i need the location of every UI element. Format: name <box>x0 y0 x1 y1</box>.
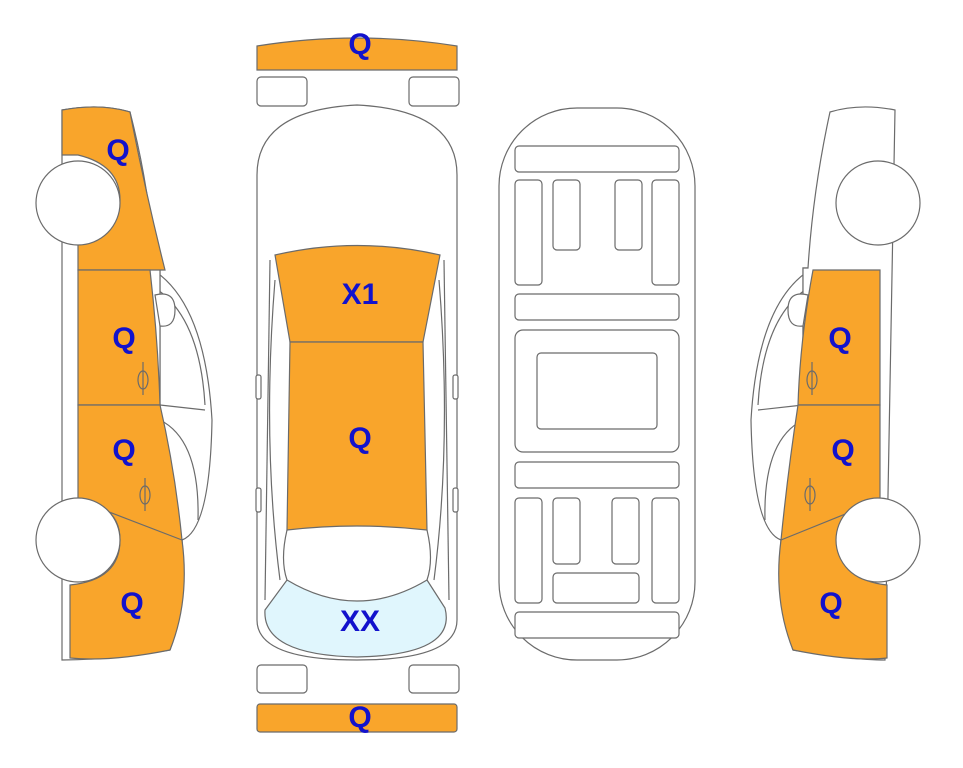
top-view: Q X1 Q XX Q <box>255 28 460 734</box>
right-front-wheel <box>835 160 921 246</box>
hood-panel[interactable] <box>274 244 441 343</box>
left-rear-door-label: Q <box>112 434 135 467</box>
rear-window-panel[interactable] <box>264 579 447 658</box>
left-handle <box>255 487 262 513</box>
right-mirror <box>452 374 459 400</box>
left-mirror <box>255 374 262 400</box>
ub-part <box>514 179 543 286</box>
ub-part <box>552 179 581 251</box>
left-front-wheel <box>35 160 121 246</box>
ub-part <box>651 179 680 286</box>
top-side-line-right <box>443 259 450 601</box>
ub-part <box>514 145 680 173</box>
left-side-view: Q Q Q Q <box>35 106 213 661</box>
underbody-view <box>498 107 696 661</box>
trunk-line <box>282 529 288 581</box>
ub-part <box>552 497 581 565</box>
roof-label: Q <box>348 422 371 455</box>
right-door-handle-icon <box>806 362 818 395</box>
ub-part <box>514 497 543 604</box>
ub-part <box>514 293 680 321</box>
ub-part <box>552 572 640 604</box>
left-mirror-shape <box>154 293 176 327</box>
ub-part <box>651 497 680 604</box>
top-side-line-left <box>264 259 271 601</box>
right-window-line2 <box>757 404 804 411</box>
rear-bumper-panel[interactable] <box>256 703 458 733</box>
ub-part <box>514 611 680 639</box>
ub-part <box>611 497 640 565</box>
rear-right-light <box>408 664 460 694</box>
rear-left-light <box>256 664 308 694</box>
right-side-view: Q Q Q <box>750 106 921 661</box>
right-rear-quarter-label: Q <box>819 587 842 620</box>
left-window-line2 <box>159 404 206 411</box>
ub-part <box>614 179 643 251</box>
left-door-handle-icon <box>137 362 149 395</box>
left-rear-wheel <box>35 497 121 583</box>
left-door-handle-icon <box>139 478 151 511</box>
front-bumper-label: Q <box>348 28 371 61</box>
right-door-handle-icon <box>804 478 816 511</box>
left-front-fender-label: Q <box>106 134 129 167</box>
right-handle <box>452 487 459 513</box>
front-left-light <box>256 76 308 107</box>
front-bumper-panel[interactable] <box>256 37 458 71</box>
right-mirror-shape <box>787 293 809 327</box>
left-front-fender-panel[interactable] <box>61 106 166 271</box>
ub-part <box>536 352 658 430</box>
left-front-door-label: Q <box>112 322 135 355</box>
top-inner-line-left <box>268 279 281 581</box>
front-right-light <box>408 76 460 107</box>
right-rear-door-label: Q <box>831 434 854 467</box>
top-inner-line-right <box>433 279 446 581</box>
rear-window-label: XX <box>340 605 380 638</box>
hood-label: X1 <box>342 278 379 311</box>
roof-panel[interactable] <box>286 341 428 531</box>
right-rear-wheel <box>835 497 921 583</box>
trunk-line-r <box>426 529 432 581</box>
left-rear-quarter-label: Q <box>120 587 143 620</box>
left-window-line3 <box>159 419 199 521</box>
ub-part <box>514 461 680 489</box>
rear-bumper-label: Q <box>348 701 371 734</box>
right-front-door-label: Q <box>828 322 851 355</box>
